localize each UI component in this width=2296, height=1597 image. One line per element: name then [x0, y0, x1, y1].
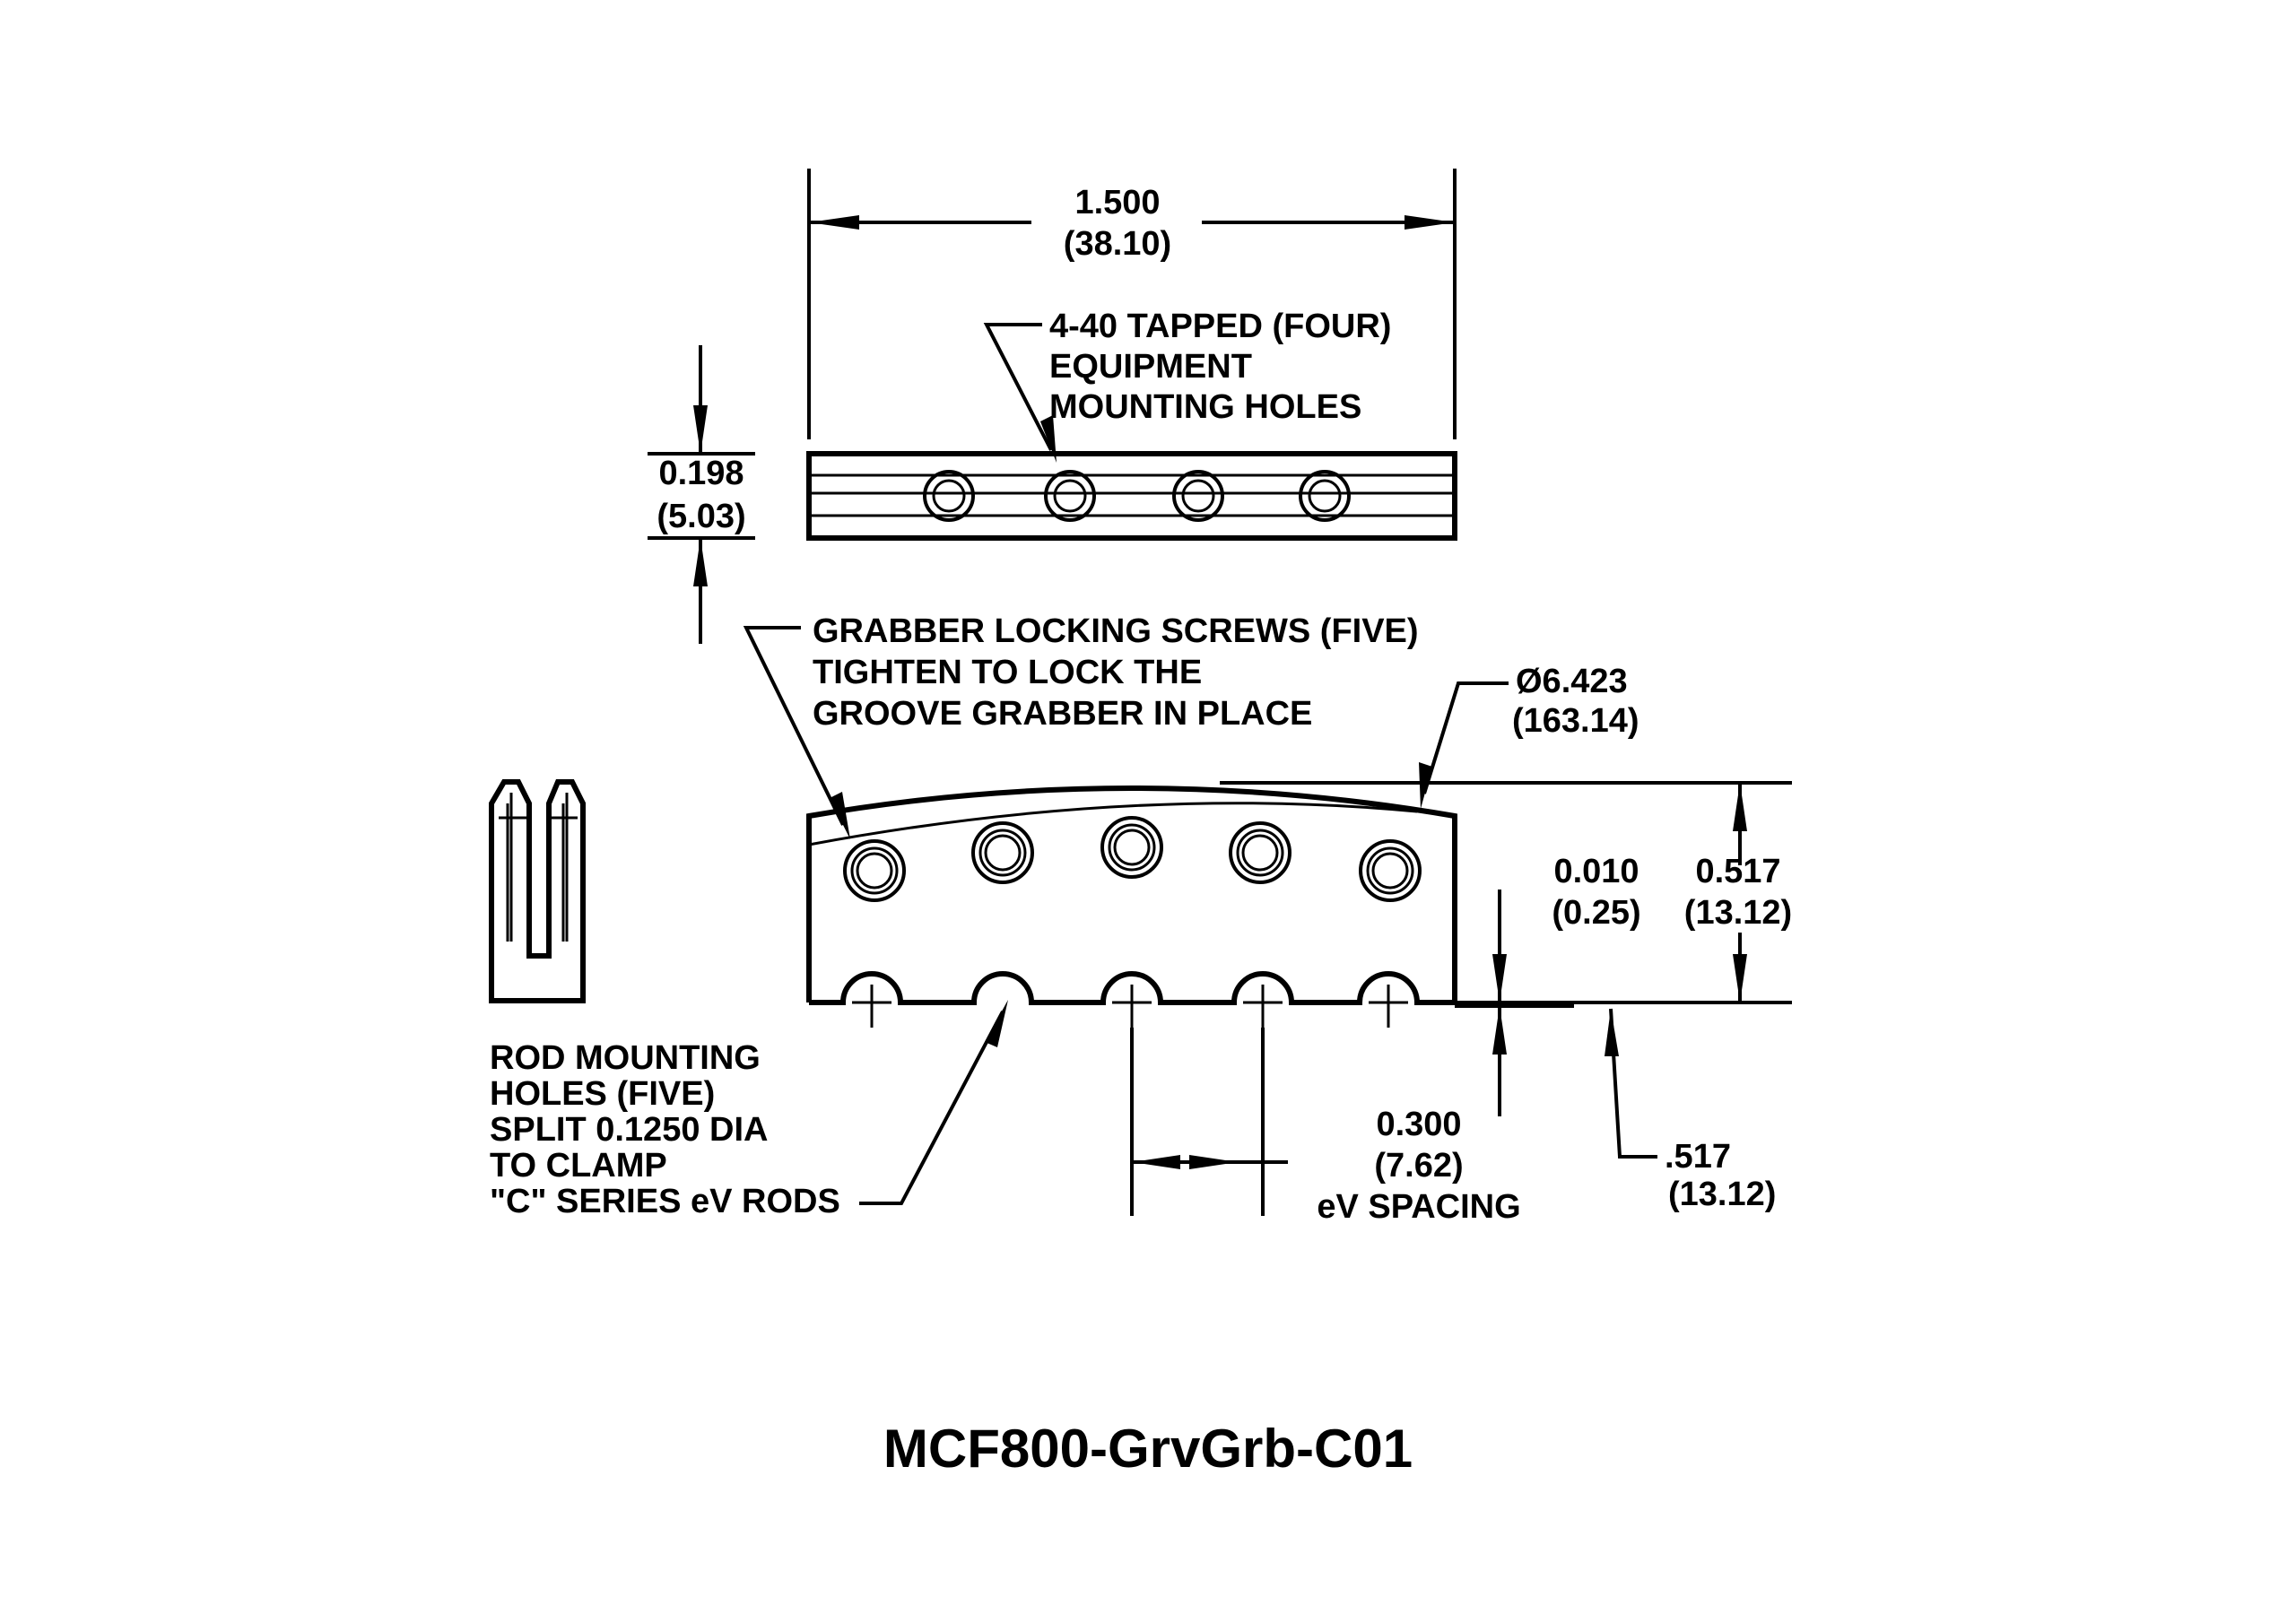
locking-screw [1359, 839, 1422, 902]
arrowhead [1733, 783, 1747, 831]
arrowhead [1492, 1006, 1507, 1055]
front-view-inner-arc [808, 802, 1418, 846]
arrowhead [1605, 1009, 1619, 1056]
arrowhead [1040, 415, 1057, 463]
part-number: MCF800-GrvGrb-C01 [883, 1419, 1413, 1479]
height-inch-label: 0.517 [1695, 853, 1780, 890]
radius-inch-label: Ø6.423 [1516, 663, 1628, 700]
leader-line [1609, 1008, 1657, 1159]
leader-line [743, 626, 845, 826]
rod-holes-callout-line1: ROD MOUNTING [490, 1039, 761, 1077]
rod-hole-crosshair [1243, 985, 1283, 1028]
arrowhead [985, 1000, 1008, 1047]
spacing-mm-label: (7.62) [1374, 1147, 1463, 1185]
leader-line [983, 323, 1053, 451]
arrowhead [693, 405, 708, 454]
rod-hole-crosshair [852, 985, 891, 1028]
spacing-inch-label: 0.300 [1376, 1106, 1461, 1143]
locking-screw [1229, 821, 1292, 884]
tapped-hole [1044, 470, 1096, 522]
tapped-hole [923, 470, 975, 522]
arrowhead [1733, 954, 1747, 1002]
screws-callout-line2: TIGHTEN TO LOCK THE [813, 654, 1202, 691]
arrowhead [830, 792, 850, 839]
rod-hole-crosshair [1369, 985, 1408, 1028]
rod-holes-callout-line3: SPLIT 0.1250 DIA [490, 1111, 768, 1149]
locking-screw [843, 839, 906, 902]
front-view-bottom-edge [809, 971, 1455, 1005]
tapped-holes-callout-line3: MOUNTING HOLES [1049, 388, 1361, 426]
height-mm-label: (5.03) [657, 498, 745, 535]
arrowhead [1419, 762, 1432, 809]
offset-mm-label: (0.25) [1552, 894, 1640, 932]
arrowhead [809, 215, 859, 230]
height2-inch-label: .517 [1665, 1138, 1731, 1176]
rod-holes-callout-line2: HOLES (FIVE) [490, 1075, 715, 1113]
rod-hole-crosshair [1112, 985, 1152, 1028]
front-view: GRABBER LOCKING SCREWS (FIVE) TIGHTEN TO… [743, 612, 1792, 1226]
arrowhead [1492, 954, 1507, 1002]
height-inch-label: 0.198 [658, 455, 744, 492]
rod-holes-callout-line5: "C" SERIES eV RODS [490, 1183, 840, 1220]
tapped-holes-callout-line1: 4-40 TAPPED (FOUR) [1049, 308, 1391, 345]
arrowhead [1132, 1155, 1180, 1169]
height2-mm-label: (13.12) [1668, 1176, 1776, 1213]
width-inch-label: 1.500 [1074, 184, 1160, 221]
height-mm-label: (13.12) [1684, 894, 1792, 932]
width-mm-label: (38.10) [1064, 225, 1171, 263]
offset-inch-label: 0.010 [1553, 853, 1639, 890]
rod-holes-callout-line4: TO CLAMP [490, 1147, 667, 1185]
top-view-body [806, 451, 1457, 541]
tapped-hole [1299, 470, 1351, 522]
arrowhead [1405, 215, 1455, 230]
side-view-body [489, 779, 586, 1003]
front-view-body [806, 785, 1457, 1002]
tapped-holes-callout-line2: EQUIPMENT [1049, 348, 1252, 386]
tapped-hole [1172, 470, 1224, 522]
screws-callout-line3: GROOVE GRABBER IN PLACE [813, 695, 1312, 733]
leader-line [859, 1011, 1004, 1205]
leader-line [1422, 681, 1509, 794]
radius-mm-label: (163.14) [1512, 702, 1639, 740]
arrowhead [1189, 1155, 1238, 1169]
locking-screw [971, 821, 1034, 884]
spacing-label: eV SPACING [1317, 1188, 1520, 1226]
side-view: ROD MOUNTING HOLES (FIVE) SPLIT 0.1250 D… [489, 779, 840, 1220]
arrowhead [693, 538, 708, 586]
screws-callout-line1: GRABBER LOCKING SCREWS (FIVE) [813, 612, 1419, 650]
top-view: 1.500 (38.10) 0.198 (5.03) 4-40 TAPPED (… [648, 169, 1457, 644]
side-view-slot [499, 793, 578, 942]
locking-screw [1100, 816, 1163, 879]
